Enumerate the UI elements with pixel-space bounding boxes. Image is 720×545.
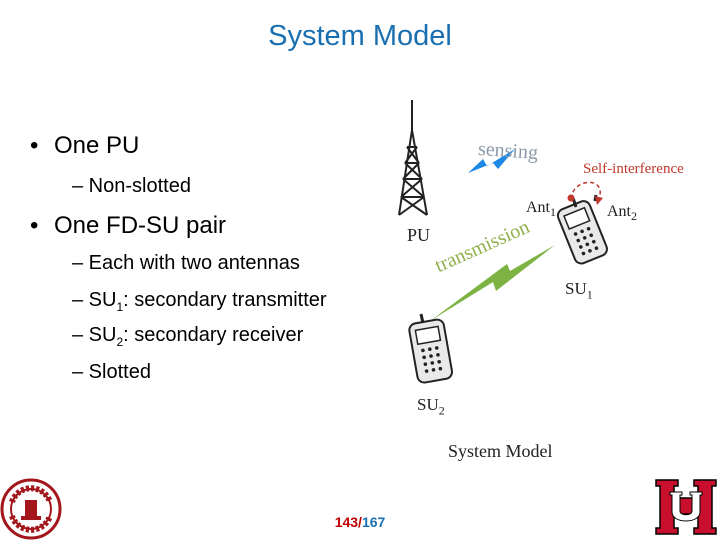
page-total: 167: [361, 514, 386, 530]
self-interference-arc: [570, 181, 601, 200]
system-model-figure: sensing Self-interference Ant1 Ant2 PU t…: [395, 95, 720, 470]
university-seal-logo: [0, 478, 62, 540]
bullet-one-pu: •One PU: [30, 132, 140, 159]
bullet-dot: •: [30, 132, 39, 159]
bullet-dot: •: [30, 212, 39, 239]
su1-phone-icon: [556, 200, 608, 265]
page-current: 143: [334, 514, 359, 530]
sub-bullet-su2: – SU2: secondary receiver: [72, 324, 304, 349]
su2-phone-icon: [408, 318, 454, 384]
self-interference-label: Self-interference: [583, 161, 684, 177]
bullet-one-fd-su-pair: •One FD-SU pair: [30, 212, 227, 239]
sub-bullet-su1: – SU1: secondary transmitter: [72, 289, 327, 314]
sensing-bolt-icon: [468, 149, 515, 173]
ant2-label: Ant2: [607, 203, 637, 224]
transmission-bolt-icon: [430, 245, 555, 321]
slide-title: System Model: [268, 20, 452, 52]
su1-label: SU1: [565, 279, 593, 302]
sub-bullet-non-slotted: – Non-slotted: [72, 175, 191, 197]
page-separator: /: [358, 514, 362, 530]
page-number: 143/167: [0, 514, 720, 530]
su2-label: SU2: [417, 395, 445, 418]
figure-caption: System Model: [448, 441, 553, 461]
sub-bullet-slotted: – Slotted: [72, 361, 151, 383]
su2-antenna-icon: [419, 313, 425, 324]
figure-graphics: [398, 100, 608, 384]
ant1-label: Ant1: [526, 199, 556, 220]
pu-tower-icon: [398, 100, 428, 216]
uh-logo: [654, 478, 718, 536]
sub-bullet-antennas: – Each with two antennas: [72, 252, 300, 274]
pu-label: PU: [407, 225, 431, 245]
sensing-label: sensing: [477, 137, 539, 165]
